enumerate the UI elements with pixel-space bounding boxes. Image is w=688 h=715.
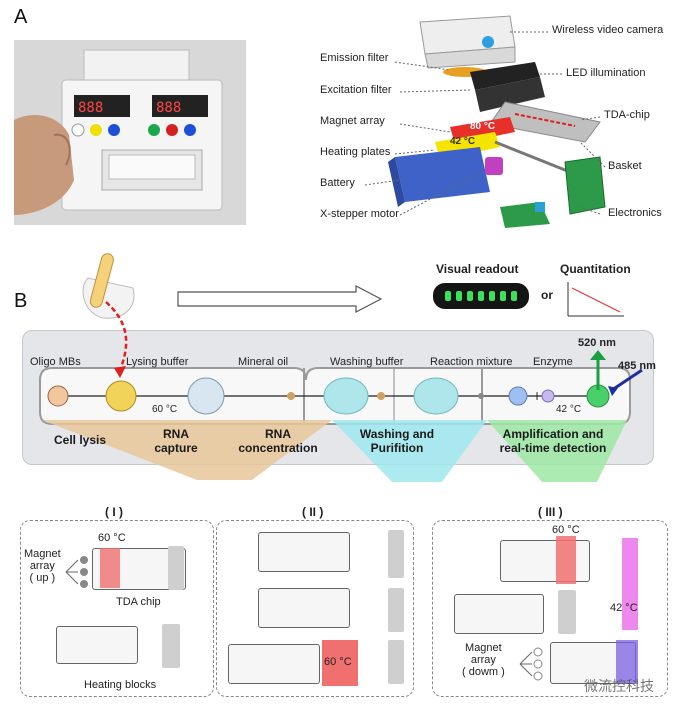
sample-tube-illustration bbox=[82, 253, 135, 319]
subpanel-one-heat-block-a bbox=[168, 546, 184, 590]
step-color-bands bbox=[42, 420, 627, 482]
temp-lysis: 60 °C bbox=[152, 404, 178, 415]
label-x-stepper-motor: X-stepper motor bbox=[320, 208, 399, 220]
step-amplification-detection: Amplification and real-time detection bbox=[499, 427, 607, 455]
label-basket: Basket bbox=[608, 160, 642, 172]
subpanel-one-title: ( I ) bbox=[105, 505, 123, 519]
subpanel-two-temp: 60 °C bbox=[324, 656, 352, 668]
subpanel-three-warm-block bbox=[622, 538, 638, 630]
device-photo: 888 888 bbox=[14, 40, 246, 225]
label-wireless-video-camera: Wireless video camera bbox=[552, 24, 664, 36]
label-led-illumination: LED illumination bbox=[566, 67, 646, 79]
subpanel-two-chip-c bbox=[228, 644, 320, 684]
label-oligo-mbs: Oligo MBs bbox=[30, 356, 81, 368]
subpanel-one-temp: 60 °C bbox=[98, 532, 126, 544]
subpanel-one-heat-block-b bbox=[162, 624, 180, 668]
watermark: 微流控科技 bbox=[584, 678, 654, 694]
subpanel-one-chip-label: TDA chip bbox=[116, 596, 161, 608]
subpanel-three-title: ( III ) bbox=[538, 505, 563, 519]
label-enzyme: Enzyme bbox=[533, 356, 573, 368]
label-magnet-array: Magnet array bbox=[320, 115, 385, 127]
step-rna-concentration: RNA concentration bbox=[238, 427, 318, 455]
subpanel-three-temp-side: 42 °C bbox=[610, 602, 638, 614]
subpanel-three-block-b bbox=[558, 590, 576, 634]
label-mineral-oil: Mineral oil bbox=[238, 356, 289, 368]
sample-drop-arrow bbox=[105, 301, 128, 378]
magnet-up-icon bbox=[65, 556, 88, 588]
step-rna-capture: RNA capture bbox=[154, 427, 198, 455]
visual-readout-strip bbox=[433, 283, 529, 309]
device-illustration: 888 888 bbox=[14, 40, 246, 225]
or-label: or bbox=[541, 288, 553, 302]
visual-readout-label: Visual readout bbox=[436, 262, 519, 276]
svg-text:+: + bbox=[532, 389, 542, 403]
svg-text:888: 888 bbox=[156, 100, 181, 116]
quantitation-label: Quantitation bbox=[560, 262, 631, 276]
subpanel-two-chip-a bbox=[258, 532, 350, 572]
panel-a-letter: A bbox=[14, 6, 28, 28]
subpanel-one-hot-band bbox=[100, 548, 120, 588]
svg-text:888: 888 bbox=[78, 100, 103, 116]
subpanel-one-heating-label: Heating blocks bbox=[84, 679, 157, 691]
subpanel-two-block-c bbox=[388, 640, 404, 684]
subpanel-two-title: ( II ) bbox=[302, 505, 324, 519]
wavelength-520: 520 nm bbox=[578, 337, 616, 349]
plate-warm-temp: 42 °C bbox=[450, 136, 476, 147]
subpanel-three-chip-a bbox=[500, 540, 590, 582]
label-washing-buffer: Washing buffer bbox=[330, 356, 404, 368]
label-reaction-mixture: Reaction mixture bbox=[430, 356, 513, 368]
process-arrow bbox=[177, 285, 383, 313]
label-emission-filter: Emission filter bbox=[320, 52, 389, 64]
optical-arrows bbox=[590, 350, 643, 396]
device-exploded-view bbox=[364, 15, 606, 228]
subpanel-one-chip-b bbox=[56, 626, 138, 664]
label-tda-chip: TDA-chip bbox=[604, 109, 650, 121]
quantitation-plot-icon bbox=[567, 282, 624, 317]
subpanel-three-chip-b bbox=[454, 594, 544, 634]
subpanel-two-block-b bbox=[388, 588, 404, 632]
subpanel-one-magnet: Magnet array ( up ) bbox=[24, 548, 61, 584]
subpanel-two-chip-b bbox=[258, 588, 350, 628]
temp-amp: 42 °C bbox=[556, 404, 582, 415]
plate-hot-temp: 80 °C bbox=[470, 121, 496, 132]
magnet-down-icon bbox=[519, 647, 543, 681]
subpanel-three-magnet: Magnet array ( dowm ) bbox=[462, 642, 505, 678]
label-battery: Battery bbox=[320, 177, 355, 189]
subpanel-two bbox=[216, 520, 414, 697]
subpanel-three bbox=[432, 520, 668, 697]
label-excitation-filter: Excitation filter bbox=[320, 84, 392, 96]
label-heating-plates: Heating plates bbox=[320, 146, 391, 158]
wavelength-485: 485 nm bbox=[618, 360, 656, 372]
subpanel-one bbox=[20, 520, 214, 697]
subpanel-three-hot-band bbox=[556, 536, 576, 584]
step-washing-purification: Washing and Purifition bbox=[359, 427, 435, 455]
label-lysing-buffer: Lysing buffer bbox=[126, 356, 189, 368]
subpanel-three-detect-band bbox=[616, 640, 638, 684]
subpanel-two-block-a bbox=[388, 530, 404, 578]
subpanel-three-temp-top: 60 °C bbox=[552, 524, 580, 536]
step-cell-lysis: Cell lysis bbox=[53, 433, 107, 447]
subpanel-two-hot-block bbox=[322, 640, 358, 686]
label-electronics: Electronics bbox=[608, 207, 662, 219]
panel-b-letter: B bbox=[14, 290, 28, 312]
tda-flow-channel: + bbox=[39, 367, 631, 425]
